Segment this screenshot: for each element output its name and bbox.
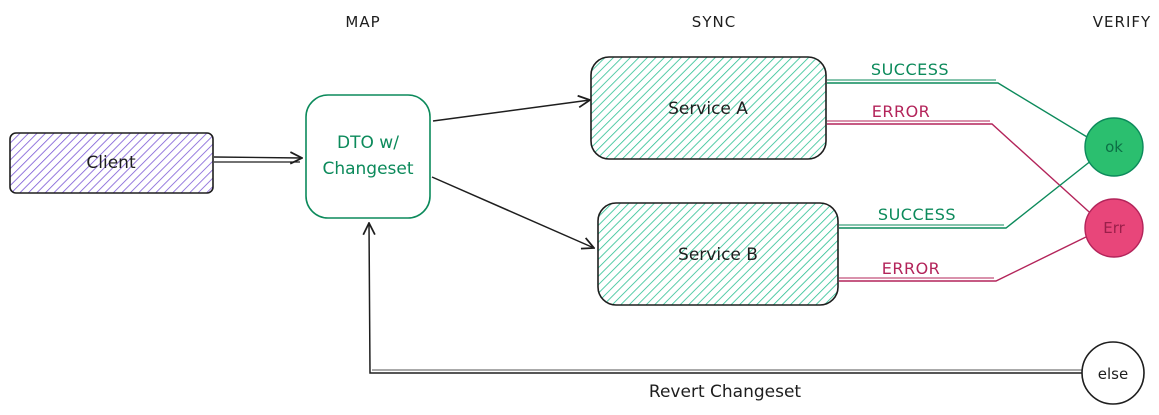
- client-to-dto-arrow: [213, 157, 302, 162]
- service-a-error-label: ERROR: [872, 102, 931, 121]
- ok-label: ok: [1105, 138, 1123, 156]
- service-b-success-label: SUCCESS: [878, 205, 956, 224]
- err-label: Err: [1103, 219, 1125, 237]
- dto-label-line1: DTO w/: [337, 133, 399, 153]
- err-outcome: Err: [1084, 198, 1144, 258]
- service-a-success-edge: SUCCESS: [827, 60, 1093, 141]
- service-b-success-edge: SUCCESS: [839, 159, 1093, 229]
- header-verify: VERIFY: [1093, 13, 1151, 31]
- service-b-error-edge: ERROR: [839, 235, 1089, 282]
- service-a-error-edge: ERROR: [827, 102, 1099, 221]
- else-outcome: else: [1081, 341, 1145, 405]
- dto-to-service-a-arrow: [432, 100, 590, 122]
- else-label: else: [1098, 365, 1128, 383]
- service-a-success-label: SUCCESS: [871, 60, 949, 79]
- revert-changeset-edge: Revert Changeset: [369, 223, 1082, 402]
- header-sync: SYNC: [692, 13, 736, 31]
- service-a-node: Service A: [590, 56, 827, 160]
- revert-changeset-label: Revert Changeset: [649, 382, 801, 402]
- ok-outcome: ok: [1084, 117, 1144, 177]
- service-a-label: Service A: [668, 99, 748, 119]
- service-b-node: Service B: [597, 202, 839, 306]
- dto-label-line2: Changeset: [322, 159, 413, 179]
- dto-to-service-b-arrow: [431, 176, 594, 248]
- service-b-error-label: ERROR: [882, 259, 941, 278]
- service-b-label: Service B: [678, 245, 758, 265]
- client-label: Client: [86, 153, 136, 173]
- client-node: Client: [9, 132, 214, 194]
- header-map: MAP: [345, 13, 380, 31]
- dto-node: DTO w/ Changeset: [305, 94, 431, 219]
